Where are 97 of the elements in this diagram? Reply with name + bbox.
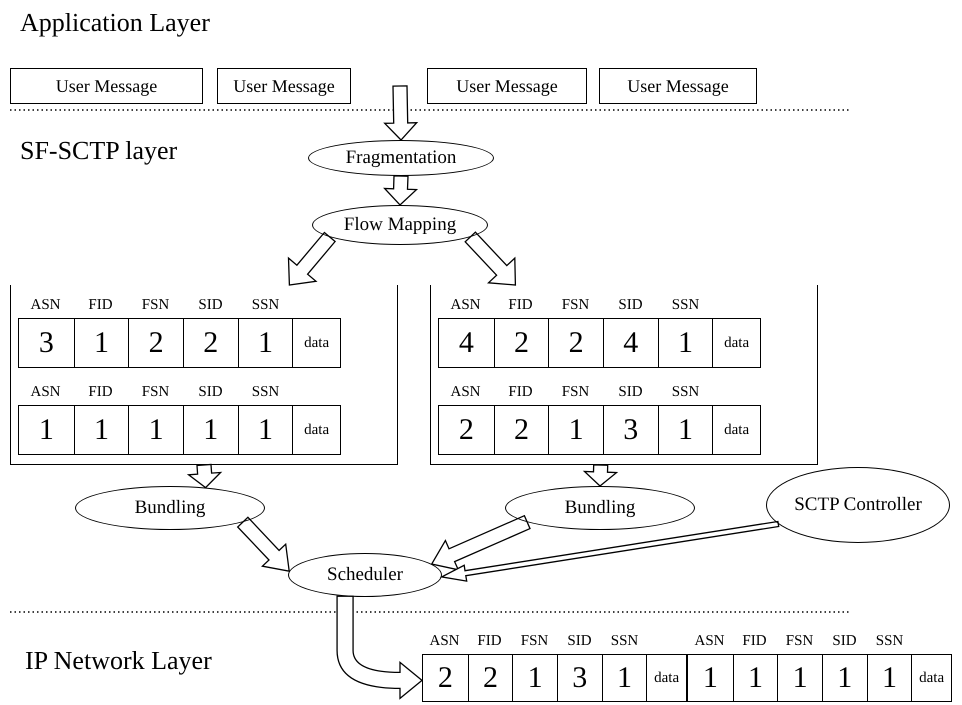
packet-field: 2: [468, 655, 512, 701]
field-header: FID: [507, 384, 534, 401]
packet-field: 3: [602, 406, 658, 454]
message-box: User Message: [427, 68, 587, 104]
field-header: SID: [617, 297, 644, 314]
process-ellipse: Flow Mapping: [312, 205, 488, 245]
field-header: SID: [831, 633, 858, 650]
field-header: FID: [87, 384, 114, 401]
packet-field: 1: [732, 655, 778, 701]
packet-field: 3: [556, 655, 602, 701]
packet-field: 2: [494, 406, 548, 454]
field-header: FID: [741, 633, 768, 650]
packet-field: 1: [74, 319, 128, 367]
packet-field: 1: [777, 655, 822, 701]
layer-title: SF-SCTP layer: [20, 136, 178, 166]
field-header: FSN: [560, 384, 590, 401]
packet: [438, 318, 761, 368]
packet: [18, 318, 341, 368]
packet-field: 4: [439, 319, 494, 367]
field-header: ASN: [449, 297, 482, 314]
field-header: FSN: [560, 297, 590, 314]
field-header: SSN: [874, 633, 904, 650]
block-arrow: [186, 464, 222, 488]
block-arrow: [236, 516, 290, 572]
field-header: SID: [197, 297, 224, 314]
block-arrow: [336, 596, 423, 700]
block-arrow: [288, 232, 336, 286]
packet-field: 1: [548, 406, 603, 454]
packet-field: 1: [688, 655, 733, 701]
packet-field: 2: [494, 319, 548, 367]
field-header: FSN: [520, 633, 550, 650]
field-header: SSN: [670, 384, 700, 401]
payload-field: data: [292, 319, 340, 367]
field-header: FSN: [784, 633, 814, 650]
field-header: SID: [617, 384, 644, 401]
packet-field: 2: [423, 655, 468, 701]
block-arrow: [383, 175, 418, 206]
layer-title: Application Layer: [20, 8, 210, 38]
packet-field: 1: [822, 655, 867, 701]
block-arrow: [464, 231, 516, 286]
field-header: FSN: [140, 384, 170, 401]
process-ellipse: SCTP Controller: [766, 467, 950, 543]
packet-field: 1: [128, 406, 183, 454]
block-arrow: [383, 85, 418, 141]
queue-buffer: [10, 285, 398, 465]
process-ellipse: Fragmentation: [308, 140, 494, 176]
packet-field: 1: [866, 655, 912, 701]
packet-field: 2: [128, 319, 183, 367]
packet-field: 1: [658, 319, 712, 367]
field-header: ASN: [29, 384, 62, 401]
packet-field: 2: [548, 319, 603, 367]
packet-field: 1: [182, 406, 238, 454]
message-box: User Message: [10, 68, 203, 104]
payload-field: data: [712, 406, 760, 454]
field-header: ASN: [693, 633, 726, 650]
packet-field: 1: [238, 406, 292, 454]
field-header: SSN: [250, 297, 280, 314]
message-box: User Message: [217, 68, 351, 104]
packet: [422, 654, 687, 702]
packet-field: 1: [238, 319, 292, 367]
field-header: FID: [507, 297, 534, 314]
process-ellipse: Bundling: [75, 486, 265, 530]
field-header: SID: [197, 384, 224, 401]
process-ellipse: Bundling: [505, 486, 695, 530]
packet-field: 3: [19, 319, 74, 367]
packet-field: 4: [602, 319, 658, 367]
block-arrow: [582, 464, 618, 487]
process-ellipse: Scheduler: [288, 553, 442, 597]
packet-field: 1: [74, 406, 128, 454]
field-header: ASN: [449, 384, 482, 401]
field-header: SSN: [670, 297, 700, 314]
message-box: User Message: [599, 68, 757, 104]
packet-field: 1: [512, 655, 557, 701]
layer-title: IP Network Layer: [25, 646, 212, 676]
packet: [687, 654, 952, 702]
block-arrow: [431, 514, 531, 571]
field-header: SID: [566, 633, 593, 650]
payload-field: data: [292, 406, 340, 454]
queue-buffer: [430, 285, 818, 465]
packet-field: 2: [182, 319, 238, 367]
field-header: FID: [87, 297, 114, 314]
field-header: FSN: [140, 297, 170, 314]
field-header: SSN: [610, 633, 640, 650]
field-header: SSN: [250, 384, 280, 401]
packet-field: 1: [602, 655, 646, 701]
payload-field: data: [911, 655, 951, 701]
field-header: ASN: [29, 297, 62, 314]
field-header: FID: [476, 633, 503, 650]
packet-field: 1: [19, 406, 74, 454]
packet-field: 2: [439, 406, 494, 454]
payload-field: data: [646, 655, 686, 701]
packet: [18, 405, 341, 455]
payload-field: data: [712, 319, 760, 367]
packet-field: 1: [658, 406, 712, 454]
block-arrow: [441, 520, 780, 582]
field-header: ASN: [428, 633, 460, 650]
packet: [438, 405, 761, 455]
